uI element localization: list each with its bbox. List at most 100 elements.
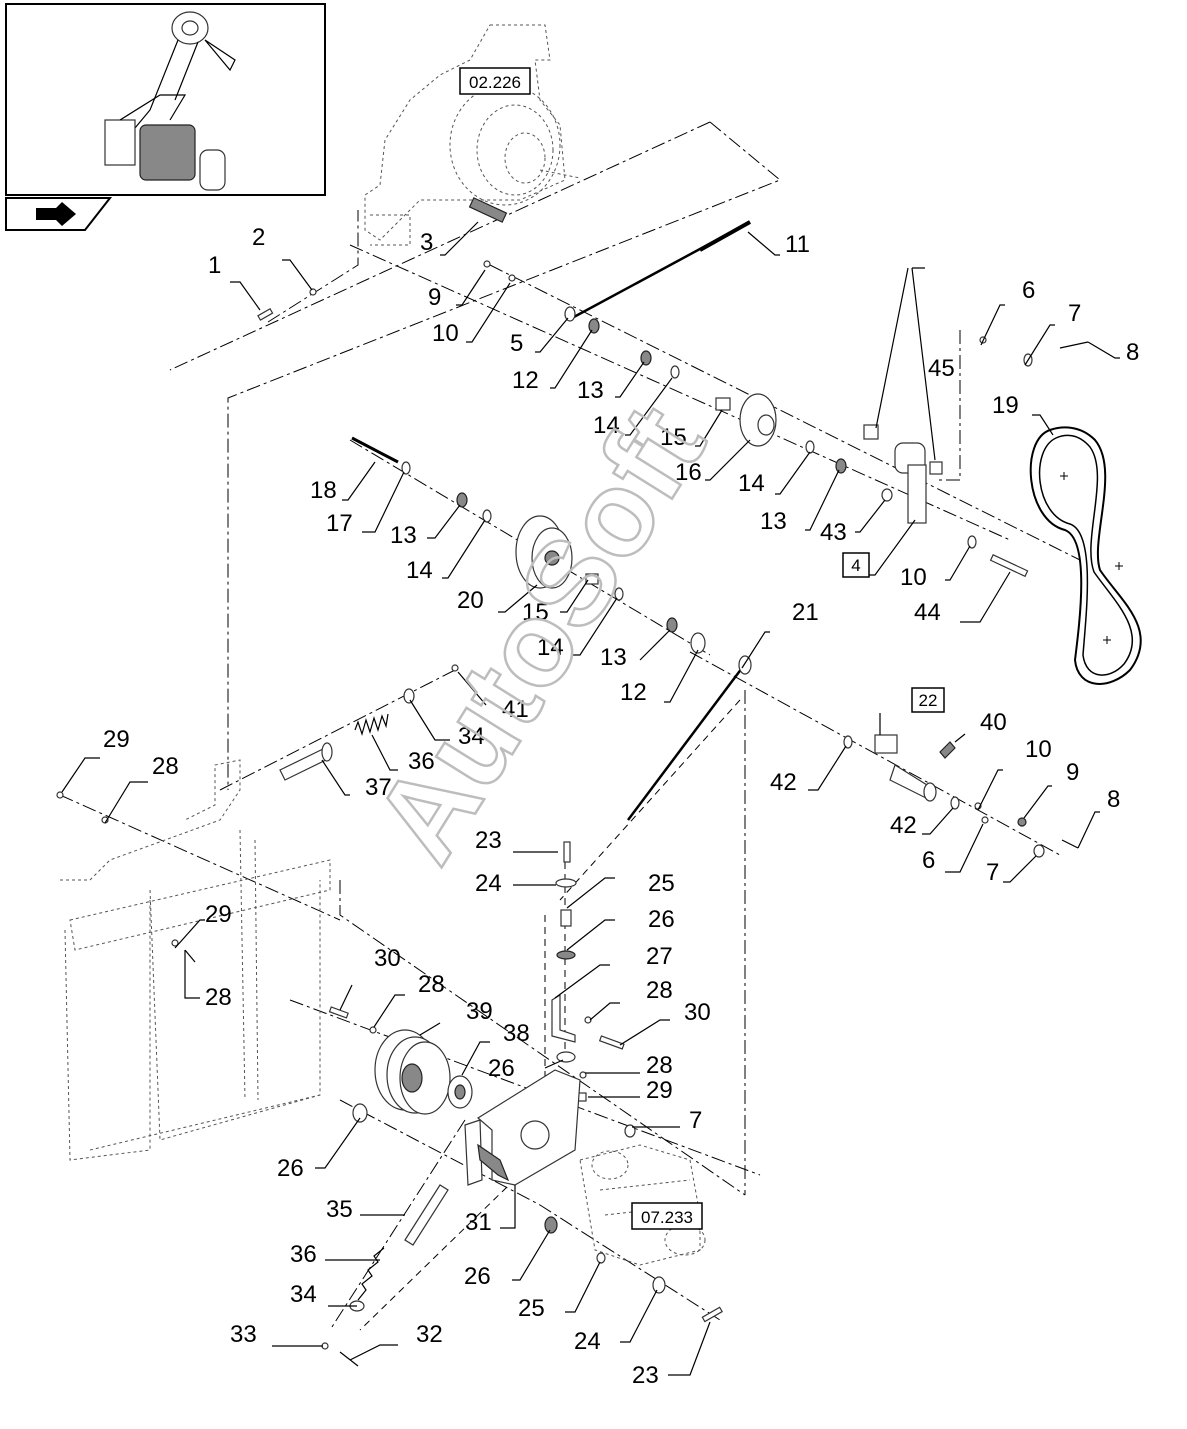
pin-29b <box>171 939 179 947</box>
ring-13a <box>640 350 652 366</box>
callout: 13 <box>390 522 417 549</box>
callout: 17 <box>326 510 353 537</box>
callout: 15 <box>522 599 549 626</box>
callout: 6 <box>922 847 935 874</box>
callout: 28 <box>646 1052 673 1079</box>
callout: 28 <box>152 753 179 780</box>
bushing-15b <box>585 573 599 585</box>
callout: 19 <box>992 392 1019 419</box>
callout: 37 <box>365 774 392 801</box>
callout: 12 <box>620 679 647 706</box>
bushing-15a <box>715 397 731 411</box>
washer-12a <box>588 318 600 334</box>
callout: 14 <box>593 412 620 439</box>
reference-box-22[interactable]: 22 <box>911 687 945 713</box>
reference-box-4[interactable]: 4 <box>842 552 870 578</box>
callout: 13 <box>577 377 604 404</box>
callout: 7 <box>986 859 999 886</box>
callout: 26 <box>648 906 675 933</box>
washer-10b <box>967 535 977 549</box>
callout: 15 <box>660 424 687 451</box>
bolt-30a <box>598 1035 625 1050</box>
callout: 12 <box>512 367 539 394</box>
drive-pulley-39 <box>374 1029 451 1115</box>
shaft-3 <box>468 197 508 223</box>
callout: 28 <box>418 971 445 998</box>
callout: 45 <box>928 355 955 382</box>
washer-26d <box>544 1216 558 1234</box>
thumbnail-inset[interactable] <box>5 3 326 196</box>
callout: 14 <box>738 470 765 497</box>
callout: 25 <box>648 870 675 897</box>
callout-labels: 1 2 3 11 9 10 5 12 13 14 15 16 45 6 7 8 … <box>103 224 1139 1389</box>
callout: 7 <box>689 1107 702 1134</box>
ring-13c <box>456 492 468 508</box>
callout: 36 <box>290 1241 317 1268</box>
callout: 39 <box>466 998 493 1025</box>
callout: 42 <box>890 812 917 839</box>
reference-22-text: 22 <box>919 691 938 710</box>
back-arrow-button[interactable] <box>5 197 113 231</box>
tube-37 <box>279 742 333 781</box>
washer-26c <box>352 1103 368 1123</box>
callout: 21 <box>792 599 819 626</box>
nut-7b <box>1033 844 1045 858</box>
spring-36b <box>357 1247 385 1301</box>
callout: 36 <box>408 748 435 775</box>
washer-42a <box>843 735 853 749</box>
washer-26a <box>556 950 576 960</box>
leader-lines <box>61 221 1120 1376</box>
washer-26b <box>556 1051 576 1063</box>
mounting-plate-31 <box>464 1069 581 1186</box>
callout: 41 <box>502 696 529 723</box>
callout: 26 <box>464 1263 491 1290</box>
callout: 10 <box>900 564 927 591</box>
pin-29a <box>56 791 64 799</box>
washer-10a <box>508 274 516 282</box>
washer-28c <box>184 949 196 963</box>
ring-14b <box>805 440 815 454</box>
callout: 25 <box>518 1295 545 1322</box>
callout: 32 <box>416 1321 443 1348</box>
cotter-32 <box>339 1351 359 1367</box>
callout: 31 <box>465 1209 492 1236</box>
ring-13d <box>666 617 678 633</box>
back-arrow-icon <box>36 202 76 226</box>
callout: 9 <box>1066 759 1079 786</box>
thumbnail-assembly-illustration <box>104 11 236 191</box>
hub-38 <box>447 1075 473 1109</box>
callout: 33 <box>230 1321 257 1348</box>
washer-6b <box>981 816 989 824</box>
nut-7c <box>624 1124 636 1138</box>
washer-28b <box>584 1016 592 1024</box>
callout: 28 <box>646 977 673 1004</box>
washer-28e <box>579 1071 587 1079</box>
clevis-22 <box>874 734 937 802</box>
washer-42b <box>950 796 960 810</box>
tube-35 <box>404 1184 449 1246</box>
callout: 38 <box>503 1020 530 1047</box>
washer-2 <box>309 288 317 296</box>
callout: 1 <box>208 252 221 279</box>
washer-43 <box>881 488 893 502</box>
callout: 11 <box>785 231 810 258</box>
callout: 29 <box>205 901 232 928</box>
bracket-27 <box>551 993 576 1043</box>
parts <box>56 197 1142 1367</box>
callout: 10 <box>1025 736 1052 763</box>
callout: 34 <box>290 1281 317 1308</box>
callout: 26 <box>488 1055 515 1082</box>
spacer-25a <box>560 909 572 927</box>
reference-box-engine[interactable]: 02.226 <box>459 67 531 95</box>
callout: 23 <box>475 827 502 854</box>
cotter-8a <box>1059 341 1089 349</box>
callout: 43 <box>820 519 847 546</box>
reference-pump-text: 07.233 <box>641 1208 693 1227</box>
engine-housing-ghost <box>364 24 581 246</box>
reference-box-pump[interactable]: 07.233 <box>631 1202 703 1230</box>
pump-ghost <box>579 1144 706 1266</box>
idler-arm-45 <box>863 424 943 524</box>
frame-ghost <box>60 759 331 1161</box>
callout: 29 <box>646 1077 673 1104</box>
washer-24a <box>555 878 577 888</box>
